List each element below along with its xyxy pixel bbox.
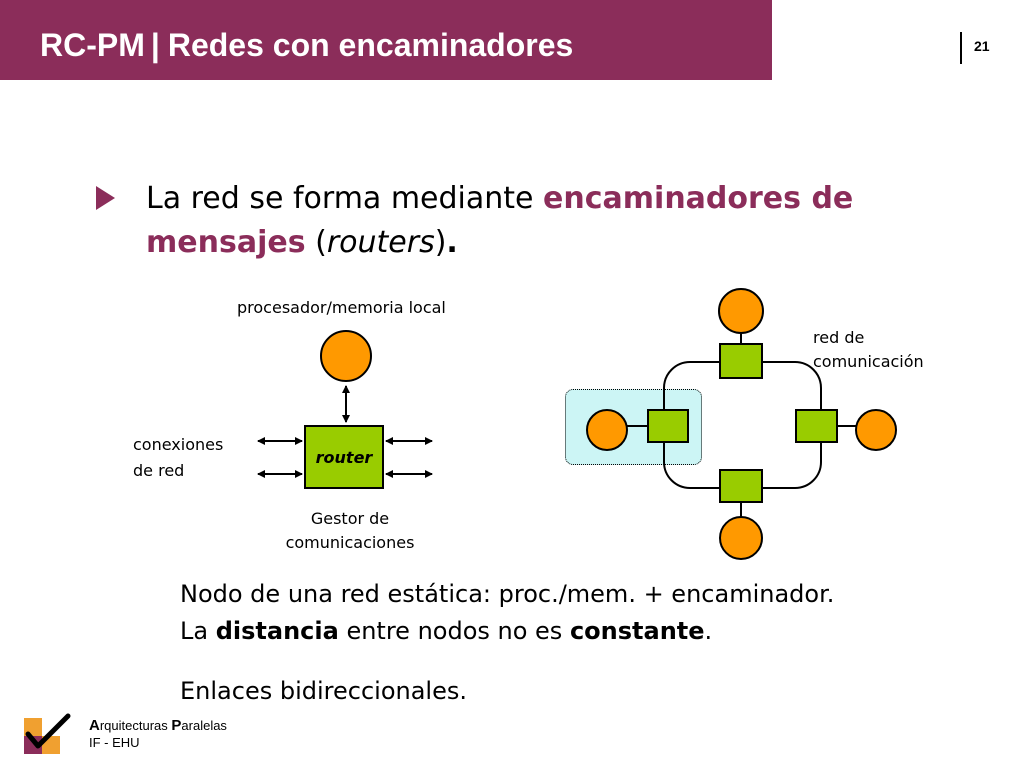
footer-initial: A — [89, 717, 100, 734]
footer-initial: P — [171, 717, 182, 734]
connections-label-line1: conexiones — [133, 435, 224, 454]
bullet-text-part: La red se forma mediante — [146, 181, 544, 216]
page-number-divider — [960, 32, 962, 64]
description-text: . — [704, 617, 713, 645]
description-bold: distancia — [215, 617, 339, 645]
slide-title: RC-PM|Redes con encaminadores — [40, 27, 573, 64]
processor-left — [586, 409, 628, 451]
processor-right — [855, 409, 897, 451]
router-bottom — [719, 469, 763, 503]
bullet-text: La red se forma mediante encaminadores d… — [146, 177, 966, 265]
processor-bottom — [719, 516, 763, 560]
router-left — [647, 409, 689, 443]
bullet-period: . — [446, 225, 458, 260]
router-box: router — [304, 425, 384, 489]
footer-line2: IF - EHU — [89, 735, 140, 750]
footer-word: aralelas — [181, 718, 227, 733]
bullet-italic: routers — [326, 225, 435, 260]
description-text: entre nodos no es — [338, 617, 570, 645]
router-right — [795, 409, 838, 443]
router-label: router — [315, 448, 373, 467]
manager-label-line2: comunicaciones — [285, 533, 415, 552]
bullet-text-part: ( — [305, 225, 327, 260]
footer-text: Arquitecturas Paralelas IF - EHU — [89, 717, 227, 751]
bullet-triangle-icon — [96, 186, 115, 210]
description-line3: Enlaces bidireccionales. — [180, 677, 467, 705]
title-bar: RC-PM|Redes con encaminadores — [0, 0, 772, 80]
course-code: RC-PM — [40, 27, 145, 63]
description-bold: constante — [569, 617, 705, 645]
bullet-text-part: ) — [434, 225, 447, 260]
footer-line1: Arquitecturas Paralelas — [89, 717, 227, 734]
footer-logo-icon — [24, 713, 71, 754]
processor-memory-node — [320, 330, 372, 382]
page-number: 21 — [974, 38, 990, 54]
footer-word: rquitecturas — [99, 718, 172, 733]
processor-top — [718, 288, 764, 334]
bullet-highlight: encaminadores de — [543, 181, 854, 216]
network-label-line1: red de — [813, 328, 865, 347]
description-line1: Nodo de una red estática: proc./mem. + e… — [180, 580, 835, 608]
cpu-label: procesador/memoria local — [237, 298, 446, 317]
title-separator: | — [150, 27, 160, 63]
bullet-highlight: mensajes — [146, 225, 306, 260]
title-text: Redes con encaminadores — [167, 27, 574, 63]
network-label-line2: comunicación — [813, 352, 924, 371]
router-top — [719, 343, 763, 379]
description-line2: La distancia entre nodos no es constante… — [180, 613, 712, 649]
description-text: La — [180, 617, 216, 645]
connections-label-line2: de red — [133, 461, 185, 480]
manager-label-line1: Gestor de — [310, 509, 390, 528]
